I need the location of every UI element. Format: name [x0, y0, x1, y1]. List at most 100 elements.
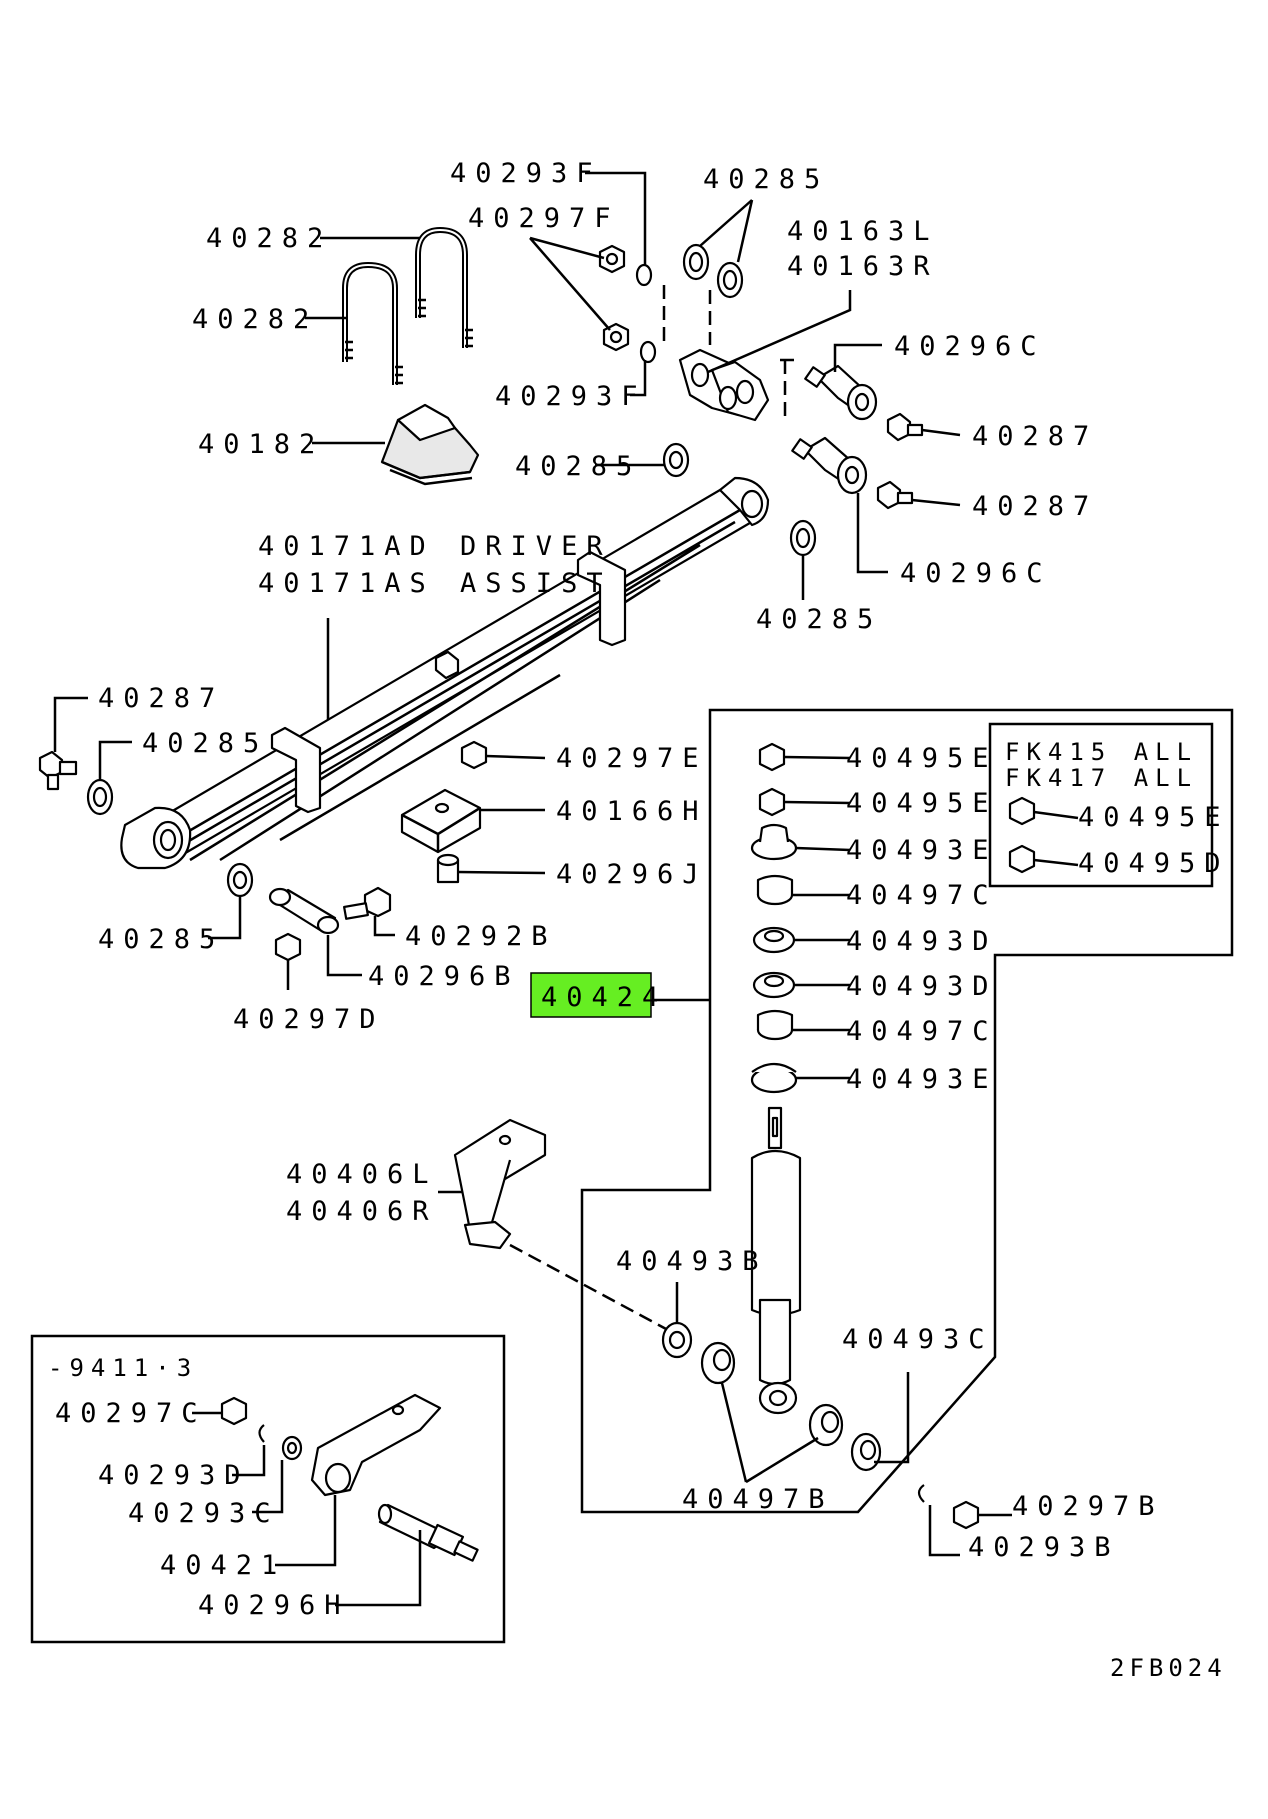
- label-40285-top[interactable]: 40285: [703, 164, 829, 195]
- label-40287-left[interactable]: 40287: [98, 683, 224, 714]
- label-40182[interactable]: 40182: [198, 429, 324, 460]
- label-40285-right[interactable]: 40285: [756, 604, 882, 635]
- label-40493E-b[interactable]: 40493E: [846, 1064, 998, 1095]
- washer-40285-f: [226, 862, 254, 898]
- inset-title: -9411·3: [48, 1354, 198, 1382]
- fk-label-40495D[interactable]: 40495D: [1078, 848, 1230, 879]
- fk-nuts: [1008, 796, 1036, 874]
- label-40493B[interactable]: 40493B: [616, 1246, 768, 1277]
- inset-label-40293C[interactable]: 40293C: [128, 1498, 280, 1529]
- bolt-40292B: [343, 886, 392, 920]
- inset-pin-40296H: [377, 1503, 479, 1562]
- label-40296J[interactable]: 40296J: [556, 859, 708, 890]
- nut-40297F-a: [598, 244, 626, 274]
- label-40297B[interactable]: 40297B: [1012, 1491, 1164, 1522]
- label-40163R[interactable]: 40163R: [787, 251, 939, 282]
- washer-40493C: [850, 1432, 882, 1472]
- label-40497C-a[interactable]: 40497C: [846, 880, 998, 911]
- label-40282-b[interactable]: 40282: [192, 304, 318, 335]
- label-40406L[interactable]: 40406L: [286, 1159, 438, 1190]
- label-40495E-a[interactable]: 40495E: [846, 743, 998, 774]
- bushing-40497B-b: [808, 1403, 844, 1447]
- washer-40285-d: [789, 519, 817, 557]
- label-40287-b[interactable]: 40287: [972, 491, 1098, 522]
- label-40493E-a[interactable]: 40493E: [846, 835, 998, 866]
- shackle-40163: [678, 348, 770, 422]
- label-40293B[interactable]: 40293B: [968, 1532, 1120, 1563]
- collar-40296J: [436, 853, 460, 884]
- label-40297E[interactable]: 40297E: [556, 743, 708, 774]
- bump-stopper-40182: [380, 403, 480, 486]
- bushing-40493B: [661, 1321, 693, 1359]
- labels: 40293F 40285 40297F 40163L 40163R 40282 …: [48, 158, 1230, 1682]
- label-40495E-b[interactable]: 40495E: [846, 788, 998, 819]
- bushing-40497B-a: [700, 1341, 736, 1385]
- label-40296C-bot[interactable]: 40296C: [900, 558, 1052, 589]
- label-40493D-a[interactable]: 40493D: [846, 926, 998, 957]
- pad-40166H: [400, 788, 482, 854]
- inset-washer-40293C: [281, 1435, 303, 1461]
- fk-label-40495E[interactable]: 40495E: [1078, 802, 1230, 833]
- inset-label-40296H[interactable]: 40296H: [198, 1590, 350, 1621]
- label-40406R[interactable]: 40406R: [286, 1196, 438, 1227]
- leader-lines: [53, 171, 1079, 1607]
- washer-40285-a: [682, 243, 710, 281]
- nut-40297E: [460, 740, 488, 770]
- label-40497C-b[interactable]: 40497C: [846, 1016, 998, 1047]
- label-40166H[interactable]: 40166H: [556, 796, 708, 827]
- clip-40293B: [917, 1484, 925, 1503]
- washer-40293F-b: [639, 340, 657, 364]
- label-40282-a[interactable]: 40282: [206, 223, 332, 254]
- label-40163L[interactable]: 40163L: [787, 216, 939, 247]
- bracket-40406: [453, 1118, 547, 1250]
- nut-40297F-b: [602, 322, 630, 352]
- grease-nipple-40287-a: [886, 412, 924, 442]
- label-40296C-top[interactable]: 40296C: [894, 331, 1046, 362]
- label-40297D[interactable]: 40297D: [233, 1004, 385, 1035]
- bracket-dash: [509, 1243, 669, 1332]
- label-40493D-b[interactable]: 40493D: [846, 971, 998, 1002]
- inset-box: [30, 1334, 506, 1644]
- inset-shackle-40421: [310, 1393, 442, 1497]
- grease-nipple-40287-b: [876, 480, 914, 510]
- diagram-code: 2FB024: [1110, 1654, 1227, 1682]
- assembly-dash-right: [780, 358, 800, 420]
- label-40292B[interactable]: 40292B: [405, 921, 557, 952]
- washer-40285-e: [86, 778, 114, 816]
- label-40297F[interactable]: 40297F: [468, 203, 620, 234]
- fk-box-line1: FK415 ALL: [1005, 738, 1198, 766]
- washer-40293F-a: [635, 263, 653, 287]
- washer-40285-c: [662, 442, 690, 478]
- kit-40424-outline: [580, 708, 1234, 1514]
- label-40285-mid[interactable]: 40285: [515, 451, 641, 482]
- inset-nut-40297C: [220, 1396, 248, 1426]
- label-40497B[interactable]: 40497B: [682, 1484, 834, 1515]
- label-40285-left[interactable]: 40285: [142, 728, 268, 759]
- u-bolt-rear: [415, 226, 473, 348]
- inset-label-40421[interactable]: 40421: [160, 1550, 286, 1581]
- inset-label-40293D[interactable]: 40293D: [98, 1460, 250, 1491]
- label-40285-low[interactable]: 40285: [98, 924, 224, 955]
- label-40424[interactable]: 40424: [541, 982, 667, 1013]
- kit-parts-stack: [750, 742, 798, 1094]
- inset-clip-40293D: [258, 1424, 265, 1443]
- fk-box-line2: FK417 ALL: [1005, 764, 1198, 792]
- label-40293F-top[interactable]: 40293F: [450, 158, 602, 189]
- label-40171AD[interactable]: 40171AD DRIVER: [258, 531, 612, 562]
- label-40293F-bot[interactable]: 40293F: [495, 381, 647, 412]
- inset-label-40297C[interactable]: 40297C: [55, 1398, 207, 1429]
- fk-box: [988, 722, 1214, 888]
- pin-40296C-top: [804, 364, 878, 421]
- nut-40297B: [952, 1500, 980, 1530]
- grease-nipple-40287-c: [38, 750, 78, 791]
- washer-40285-b: [716, 261, 744, 299]
- pin-40296B: [268, 887, 340, 935]
- label-40171AS[interactable]: 40171AS ASSIST: [258, 568, 612, 599]
- label-40287-a[interactable]: 40287: [972, 421, 1098, 452]
- label-40493C[interactable]: 40493C: [842, 1324, 994, 1355]
- highlight-40424[interactable]: [530, 972, 652, 1018]
- u-bolt-front: [342, 261, 403, 385]
- assembly-dash-top: [662, 285, 712, 345]
- label-40296B[interactable]: 40296B: [368, 961, 520, 992]
